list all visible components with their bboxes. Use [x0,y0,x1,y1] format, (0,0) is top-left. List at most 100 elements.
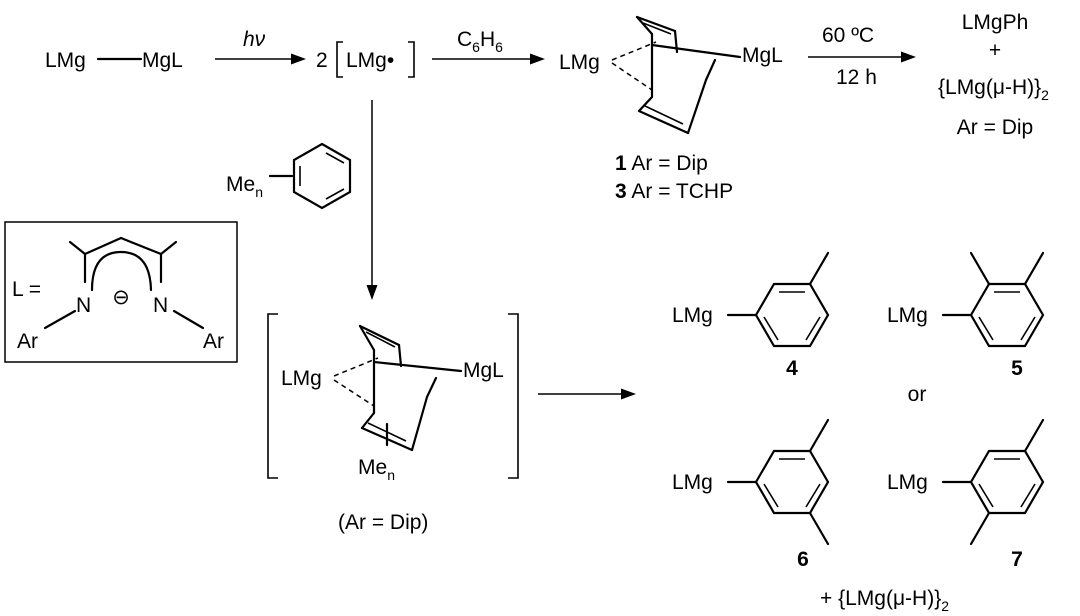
benzene-arrowhead [530,53,545,65]
bicyclic-double-bond-upper [635,15,677,33]
compound-6-inner-bond [805,483,821,508]
ligand-charge: ⊖ [112,286,130,309]
thermolysis-temperature: 60 ºC [822,24,874,47]
compound-7-lmg: LMg [887,471,928,494]
compound-5-number: 5 [1011,357,1023,380]
photolysis-arrowhead [291,53,306,65]
bicyclic-dashed-bond-lower [611,62,653,91]
compound-5-methyl-1 [969,251,991,286]
intermediate-dashed-bond-lower [333,379,375,407]
bicyclic-double-bond-lower-inner [644,105,684,125]
intermediate-bond [397,343,403,368]
compound-7-methyl-1 [1023,418,1045,453]
intermediate-bond [425,376,438,399]
compound-3-label: 3 Ar = TCHP [615,180,733,203]
compound-1-label: 1 Ar = Dip [615,152,708,175]
intermediate-right-bracket [508,313,519,479]
compound-7: LMg 7 [887,418,1045,571]
arene-arrow: Men [226,100,378,300]
compound-7-inner-bond [1020,483,1036,508]
radical-left-bracket [336,41,343,78]
methylbenzene-inner-bond [325,188,345,200]
reactant-mgl-label: MgL [142,49,183,72]
ligand-n-right: N [153,294,168,317]
ligand-box: L = N N ⊖ Ar Ar [4,221,238,363]
photolysis-condition: hν [243,28,266,51]
bicyclic-double-bond-lower [637,109,690,135]
compound-4-lmg: LMg [672,304,713,327]
compound-6: LMg 6 [672,418,830,571]
bicyclic-bond [635,15,654,36]
methylbenzene-ring [292,142,352,210]
product-hydride-sub: 2 [1041,87,1049,103]
byproduct-sub: 2 [941,598,949,614]
ligand-n-ar-left [43,309,77,330]
compound-7-inner-bond [978,483,994,508]
thermolysis-time: 12 h [836,66,877,89]
benzene-arrow: C6H6 [432,28,545,65]
compound-5-ring [969,282,1045,348]
thermolysis-products: LMgPh + {LMg(μ-H)}2 Ar = Dip [938,11,1049,139]
intermediate-left-bracket [267,313,278,479]
compound-6-inner-bond [763,483,779,508]
benzene-sub2: 6 [495,39,503,55]
radical-right-bracket [408,41,415,78]
compound-5-inner-bond [1020,316,1036,341]
benzene-h: H [480,28,495,51]
intermediate-mg-c-bond [372,360,463,373]
ligand-methyl-left [68,240,87,256]
intermediate-double-bond-upper [358,324,401,347]
ligand-prefix: L = [12,278,41,301]
compound-7-methyl-2 [969,511,991,546]
methylbenzene-n: n [255,184,263,200]
intermediate-bond [358,324,376,352]
intermediate-note: (Ar = Dip) [338,511,428,534]
compound-4-methyl [808,251,830,286]
benzene-c: C [457,28,472,51]
product-hydride-main: {LMg(μ-H)} [938,76,1041,99]
compound-4-number: 4 [786,357,798,380]
intermediate-me-label: Men [358,456,395,483]
methylbenzene-reagent: Men [226,142,352,210]
compound-1-text: Ar = Dip [627,152,708,175]
compound-5: LMg 5 [887,251,1045,380]
product-plus: + [989,39,1001,62]
aryl-arrowhead [621,388,636,400]
compound-6-methyl-1 [808,418,830,453]
ligand-n-left: N [76,294,91,317]
radical-coefficient: 2 [316,49,328,72]
bicyclic-mg-c-bond [650,43,742,59]
bicyclic-lmg-label: LMg [559,51,600,74]
radical-label: LMg• [346,49,394,72]
compound-4-ring [754,282,830,348]
reactant-dimer: LMg MgL [45,49,183,72]
compound-7-number: 7 [1011,548,1023,571]
aryl-arrow [538,388,636,400]
bicyclic-double-bond-upper-inner [642,22,672,35]
product-hydride: {LMg(μ-H)}2 [938,76,1049,103]
photolysis-arrow: hν [215,28,306,65]
intermediate-bond [410,395,429,452]
benzene-reagent: C6H6 [457,28,503,55]
benzene-sub1: 6 [472,39,480,55]
products-or: or [908,383,927,406]
compound-1-number: 1 [615,152,627,175]
thermolysis-arrowhead [901,51,916,63]
ligand-ar-left: Ar [17,330,38,353]
ligand-n-ar-right [172,309,205,330]
bicyclic-dashed-bond-upper [611,41,657,61]
compound-6-number: 6 [797,548,809,571]
intermediate-me-n: n [387,467,395,483]
ligand-methyl-right [159,240,178,256]
bicyclic-product: LMg MgL 1 Ar = Dip 3 Ar = TCHP [559,15,783,203]
intermediate: LMg MgL Men (Ar = Dip) [267,313,519,534]
compound-4-inner-bond [805,316,821,341]
radical-species: 2 LMg• [316,41,415,78]
compound-3-text: Ar = TCHP [627,180,733,203]
intermediate-dashed-bond-upper [333,357,379,377]
product-ar-note: Ar = Dip [957,116,1033,139]
compound-4-inner-bond [763,316,779,341]
compound-3-number: 3 [615,180,627,203]
bicyclic-bond [686,78,708,135]
